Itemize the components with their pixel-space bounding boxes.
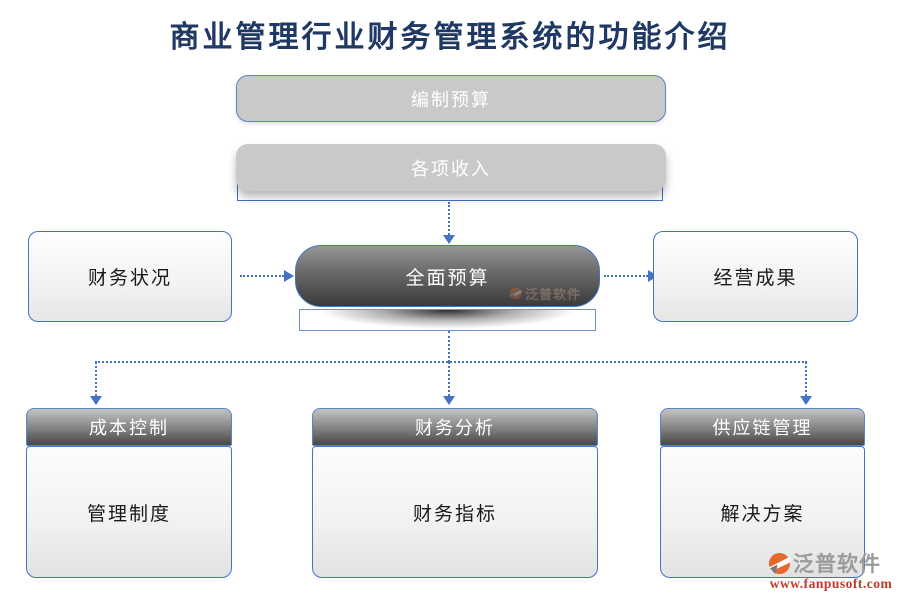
node-financial-status-label: 财务状况	[87, 268, 172, 289]
arrow-down-icon	[800, 396, 812, 405]
node-financial-status: 财务状况	[28, 231, 232, 322]
arrow-down-icon	[443, 235, 455, 244]
fanpu-logo-icon	[509, 287, 522, 299]
node-financial-indicators-label: 财务指标	[412, 503, 497, 525]
arrow-right-icon	[284, 270, 294, 282]
arrow-income-to-budget-line	[448, 202, 450, 235]
page-title: 商业管理行业财务管理系统的功能介绍	[169, 21, 731, 54]
node-income: 各项收入	[236, 144, 666, 191]
node-financial-analysis-header: 财务分析	[312, 408, 598, 446]
node-overall-budget: 全面预算 泛普软件	[295, 245, 600, 307]
node-financial-indicators: 财务指标	[312, 446, 598, 578]
branch-middle-line	[448, 362, 450, 396]
budget-reflection-shadow	[299, 309, 596, 331]
fanpu-logo-row: 泛普软件	[768, 548, 894, 578]
fanpu-logo: 泛普软件 www.fanpusoft.com	[768, 548, 894, 592]
branch-horizontal-line	[95, 361, 807, 363]
branch-left-line	[95, 362, 97, 396]
fanpu-logo-icon	[768, 552, 791, 574]
node-supply-chain-header: 供应链管理	[660, 408, 865, 446]
arrow-down-icon	[90, 396, 102, 405]
center-watermark-label: 泛普软件	[524, 286, 581, 302]
arrow-budget-to-results-line	[604, 275, 648, 277]
branch-right-line	[805, 362, 807, 396]
node-budget-prep-label: 编制预算	[411, 89, 491, 110]
node-income-label: 各项收入	[411, 158, 491, 179]
center-watermark: 泛普软件	[509, 285, 581, 302]
node-budget-prep: 编制预算	[236, 75, 666, 122]
node-operating-results-label: 经营成果	[713, 268, 798, 289]
arrow-status-to-budget-line	[240, 275, 284, 277]
arrow-down-icon	[443, 396, 455, 405]
node-financial-analysis-label: 财务分析	[415, 418, 495, 438]
node-solution-label: 解决方案	[720, 503, 805, 525]
node-management-system-label: 管理制度	[86, 503, 171, 525]
fanpu-logo-url: www.fanpusoft.com	[769, 576, 893, 591]
node-operating-results: 经营成果	[653, 231, 858, 322]
node-supply-chain-label: 供应链管理	[712, 418, 813, 438]
fanpu-logo-brand: 泛普软件	[793, 553, 881, 576]
node-cost-control-label: 成本控制	[89, 418, 169, 438]
node-solution: 解决方案	[660, 446, 865, 578]
node-overall-budget-label: 全面预算	[405, 267, 490, 289]
node-management-system: 管理制度	[26, 446, 232, 578]
node-cost-control-header: 成本控制	[26, 408, 232, 446]
branch-stem-line	[448, 331, 450, 362]
